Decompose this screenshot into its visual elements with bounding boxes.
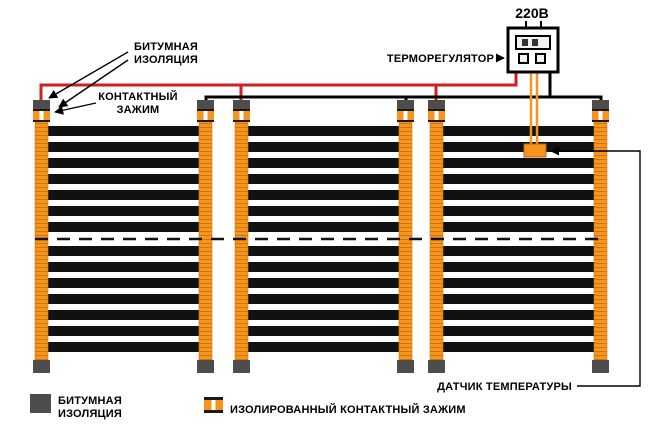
legend-bitumen-line1: БИТУМНАЯ (58, 395, 122, 407)
bitumen-leader-1 (48, 51, 129, 99)
temp-sensor-label: ДАТЧИК ТЕМПЕРАТУРЫ (437, 381, 572, 393)
legend: БИТУМНАЯ ИЗОЛЯЦИЯ ИЗОЛИРОВАННЫЙ КОНТАКТН… (30, 394, 466, 420)
bitumen-leader-2 (58, 59, 129, 108)
clamp-label-line2: ЗАЖИМ (117, 104, 160, 116)
thermostat-knob (535, 53, 546, 64)
voltage-label: 220В (515, 5, 548, 21)
clamp-leader (54, 102, 97, 115)
neutral-wire-black (204, 72, 603, 104)
temperature-sensor (523, 143, 547, 158)
clamp-label-line1: КОНТАКТНЫЙ (98, 90, 178, 103)
heating-panel-3 (427, 99, 610, 374)
display-digit (522, 39, 528, 46)
thermostat-label: ТЕРМОРЕГУЛЯТОР (387, 53, 494, 65)
legend-bitumen-line2: ИЗОЛЯЦИЯ (58, 408, 122, 420)
legend-bitumen-icon (30, 394, 51, 413)
bitumen-label-line2: ИЗОЛЯЦИЯ (134, 54, 198, 66)
display-digit (532, 39, 538, 46)
heating-panel-1 (32, 99, 215, 374)
thermostat (506, 21, 560, 74)
heating-panel-2 (232, 99, 415, 374)
legend-clamp-icon (204, 397, 223, 413)
bitumen-label-line1: БИТУМНАЯ (134, 41, 198, 53)
sensor-leader (550, 146, 641, 387)
thermostat-knob (518, 53, 529, 64)
sensor-wire (529, 72, 539, 146)
legend-clamp-label: ИЗОЛИРОВАННЫЙ КОНТАКТНЫЙ ЗАЖИМ (230, 403, 466, 416)
